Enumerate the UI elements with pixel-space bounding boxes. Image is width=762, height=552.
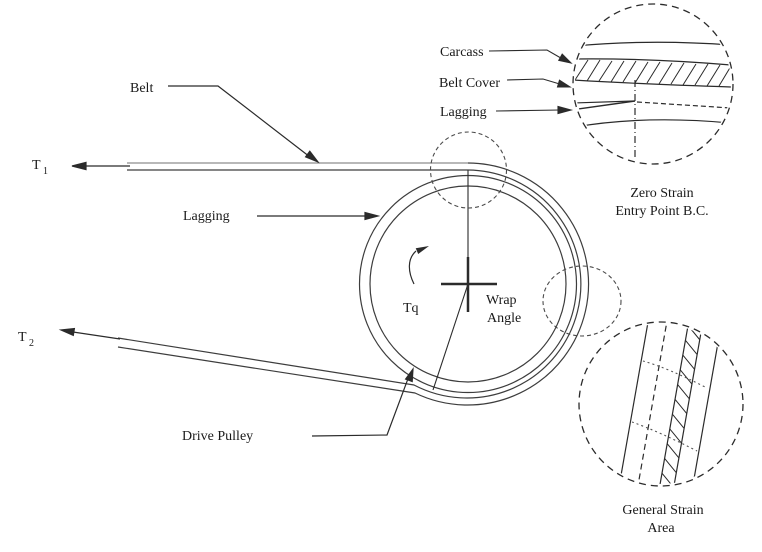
t1-arrowhead [71, 161, 87, 171]
exit-inset-group: General Strain Area [578, 321, 744, 536]
exit-layer-lines [618, 324, 722, 484]
carcass-arrowhead [557, 53, 573, 64]
carcass-leader-line [488, 49, 567, 62]
t1-subscript: 1 [43, 166, 48, 177]
drive-pulley-leader-line [311, 375, 410, 437]
inset-lagging-leader-line [495, 109, 561, 112]
belt-leader-line [168, 85, 311, 158]
belt-top-surface-line [575, 41, 731, 47]
exit-line-3 [671, 324, 704, 484]
lagging-label: Lagging [183, 209, 230, 224]
carcass-top-line [575, 58, 731, 66]
exit-area-zoom-circle [542, 265, 622, 337]
belt-label: Belt [130, 81, 153, 96]
lagging-bottom-line [575, 119, 731, 128]
exit-caption-line1: General Strain [622, 503, 703, 518]
exit-line-2 [657, 324, 690, 484]
t2-arrowhead [58, 327, 76, 337]
exit-hatching [661, 325, 701, 484]
belt-outer-wrap-arc [117, 162, 590, 406]
pulley-center-group [408, 170, 497, 391]
entry-caption-line1: Zero Strain [630, 186, 693, 201]
lagging-top-solid-line [575, 100, 635, 104]
entry-inset-circle [572, 3, 734, 165]
entry-inset-group: Carcass Belt Cover Lagging Zero Strain E… [439, 3, 734, 219]
entry-caption-line2: Entry Point B.C. [615, 204, 708, 219]
inset-lagging-arrowhead [557, 105, 574, 115]
torque-label: Tq [403, 301, 419, 316]
wrap-angle-exit-ray [432, 283, 469, 391]
wrap-angle-label-line1: Wrap [486, 293, 517, 308]
t1-label: T [32, 158, 41, 173]
entry-point-zoom-circle [429, 131, 508, 209]
belt-leader-arrowhead [304, 150, 320, 164]
lagging-pointer-extension [575, 100, 636, 111]
belt-inner-wrap-arc [117, 169, 582, 399]
drive-pulley-group [117, 162, 590, 406]
lagging-top-dashed-line [636, 101, 731, 109]
torque-arrow-arc [408, 250, 417, 285]
t2-label: T [18, 330, 27, 345]
lagging-leader-arrowhead [364, 211, 381, 221]
belt-cover-label: Belt Cover [439, 76, 500, 91]
strain-wave-lower [631, 421, 698, 452]
drive-pulley-label: Drive Pulley [182, 429, 253, 444]
exit-line-4 [689, 325, 722, 484]
strain-wave-upper [642, 360, 708, 389]
belt-cover-arrowhead [556, 79, 572, 88]
wrap-angle-label-line2: Angle [487, 311, 521, 326]
zoom-markers [429, 131, 622, 337]
carcass-bottom-line [575, 79, 731, 88]
exit-caption-line2: Area [647, 521, 675, 536]
tension-arrows [58, 161, 130, 340]
drive-pulley-arrowhead [404, 366, 414, 383]
carcass-hatching [575, 59, 731, 87]
t2-subscript: 2 [29, 338, 34, 349]
carcass-label: Carcass [440, 45, 484, 60]
belt-cover-leader-line [506, 78, 564, 86]
t2-arrow-line [72, 331, 121, 340]
exit-inset-circle [578, 321, 744, 487]
inset-lagging-label: Lagging [440, 105, 487, 120]
exit-line-1 [618, 324, 651, 484]
label-leaders [168, 85, 414, 437]
torque-arrowhead [415, 246, 429, 254]
